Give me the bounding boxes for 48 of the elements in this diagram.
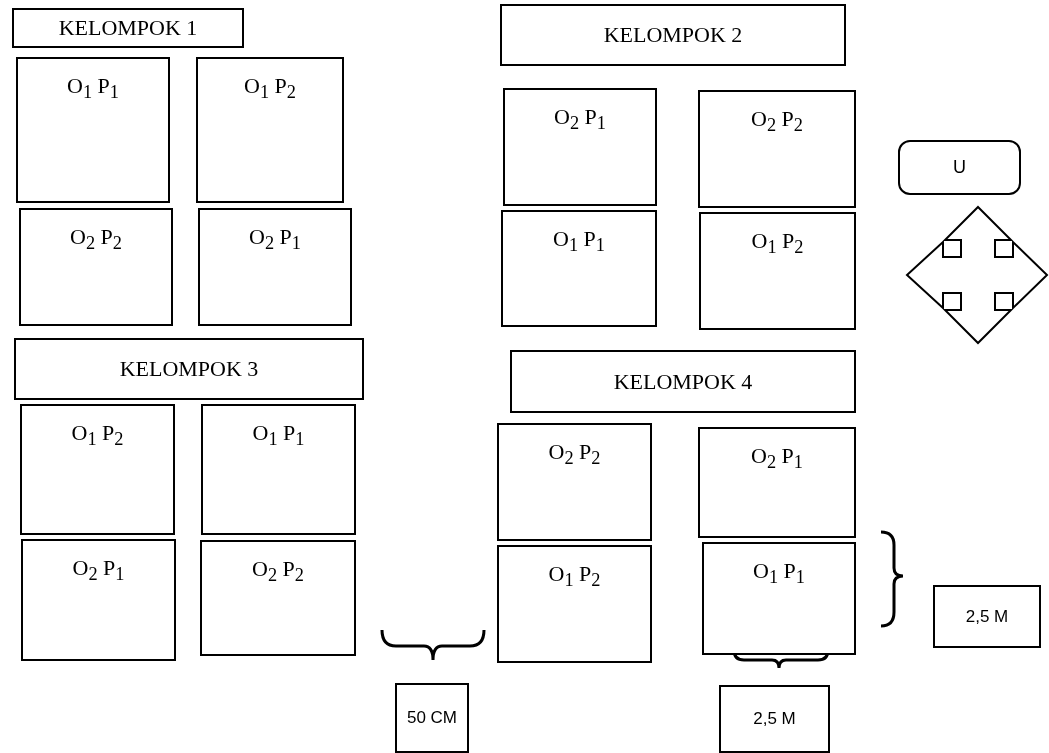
- box-label: O$_{1}$ P$_{1}$: [67, 73, 119, 104]
- plot-box: [501, 210, 657, 327]
- box-label: U: [953, 157, 966, 178]
- box-label: O$_{1}$ P$_{1}$: [252, 420, 305, 451]
- box-label: O$_{1}$ P$_{2}$: [751, 228, 804, 259]
- plot-box: [198, 208, 352, 326]
- group-label-box: [510, 350, 856, 413]
- dimension-label-box: [719, 685, 830, 753]
- box-label: KELOMPOK 2: [603, 22, 743, 48]
- box-label: O$_{2}$ P$_{2}$: [252, 556, 304, 587]
- plot-box: [698, 90, 856, 208]
- plot-box: [196, 57, 344, 203]
- box-label: O$_{2}$ P$_{1}$: [751, 443, 803, 474]
- box-label: 2,5 M: [753, 709, 796, 729]
- plot-box: [16, 57, 170, 203]
- group-label-box: [12, 8, 244, 48]
- plot-box: [21, 539, 176, 661]
- box-label: O$_{1}$ P$_{2}$: [71, 420, 124, 451]
- plot-box: [699, 212, 856, 330]
- plot-box: [201, 404, 356, 535]
- box-label: O$_{2}$ P$_{1}$: [554, 104, 606, 135]
- box-label: 50 CM: [406, 708, 458, 728]
- plot-box: [20, 404, 175, 535]
- box-label: KELOMPOK 3: [119, 356, 259, 382]
- plot-box: [497, 423, 652, 541]
- box-label: 2,5 M: [965, 606, 1009, 627]
- box-label: KELOMPOK 1: [58, 15, 198, 41]
- plot-box: [698, 427, 856, 538]
- box-label: O$_{1}$ P$_{2}$: [548, 561, 601, 592]
- group-label-box: [500, 4, 846, 66]
- box-label: O$_{2}$ P$_{1}$: [72, 555, 125, 586]
- box-label: O$_{2}$ P$_{1}$: [249, 224, 301, 255]
- box-label: O$_{1}$ P$_{1}$: [553, 226, 605, 257]
- box-label: KELOMPOK 4: [613, 368, 753, 395]
- plot-box: [702, 542, 856, 655]
- box-label: O$_{2}$ P$_{2}$: [70, 224, 122, 255]
- north-label-box: [898, 140, 1021, 195]
- dimension-label-box: [933, 585, 1041, 648]
- box-label: O$_{1}$ P$_{2}$: [244, 73, 296, 104]
- plot-box: [497, 545, 652, 663]
- group-label-box: [14, 338, 364, 400]
- box-label: O$_{1}$ P$_{1}$: [753, 558, 805, 589]
- plot-box: [19, 208, 173, 326]
- box-label: O$_{2}$ P$_{2}$: [751, 106, 803, 137]
- plot-box: [503, 88, 657, 206]
- dimension-label-box: [395, 683, 469, 753]
- box-label: O$_{2}$ P$_{2}$: [548, 439, 601, 470]
- plot-box: [200, 540, 356, 656]
